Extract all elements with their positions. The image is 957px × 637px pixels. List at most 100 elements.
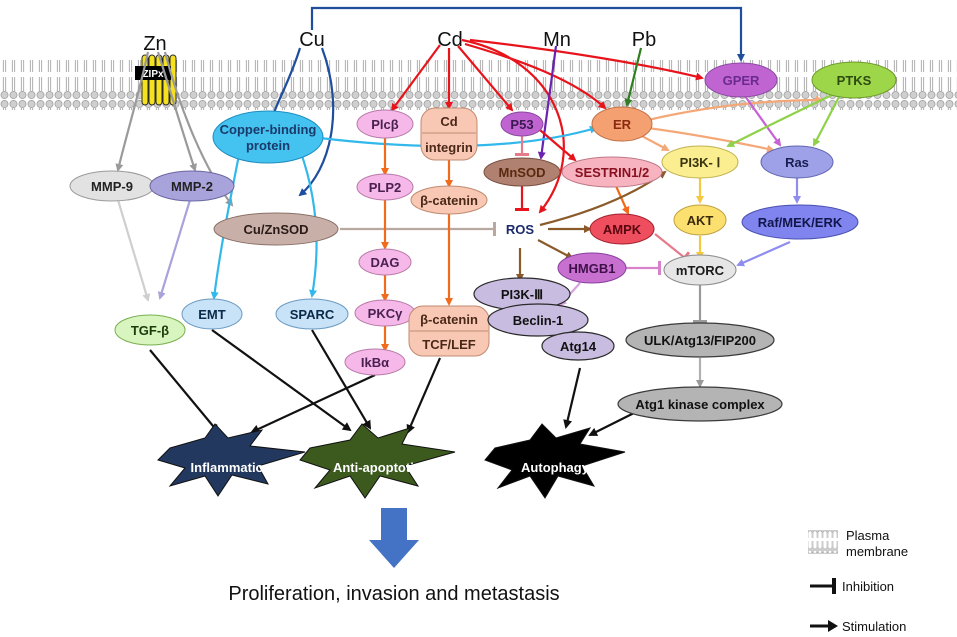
atg14-node — [541, 331, 615, 361]
ptks-node — [811, 61, 897, 99]
er-label: ER — [613, 117, 632, 132]
beta-catenin-node-1 — [410, 185, 488, 215]
atg1-label: Atg1 kinase complex — [635, 397, 765, 412]
akt-node — [673, 204, 727, 236]
atg14-to-autophagy-arrow — [563, 367, 582, 429]
copper-binding-label-2: protein — [246, 138, 290, 153]
pb-to-er-arrow — [624, 47, 643, 107]
sparc-node — [275, 298, 349, 330]
cd-to-gper-arrow — [469, 38, 704, 81]
metal-mn-label: Mn — [543, 29, 571, 51]
legend-inhibition-icon — [810, 578, 836, 594]
gper-node — [704, 62, 778, 98]
zipx-transporter: ZIPx — [135, 54, 177, 106]
mmp2-label: MMP-2 — [171, 179, 213, 194]
akt-label: AKT — [687, 213, 714, 228]
inflammation-burst: Inflammation — [157, 423, 306, 497]
legend-membrane-label-1: Plasma — [846, 528, 890, 543]
ulk-node — [625, 322, 775, 358]
ptks-to-ras-arrow — [813, 94, 841, 147]
ampk-inhibits-mtorc — [654, 233, 691, 265]
ras-node — [760, 145, 834, 179]
legend-stimulation-icon — [810, 620, 838, 632]
copper-binding-label-1: Copper-binding — [220, 122, 317, 137]
emt-to-antiapoptotic-arrow — [211, 329, 352, 432]
legend-stimulation-label: Stimulation — [842, 619, 906, 634]
cu-to-gper-arrow — [310, 6, 745, 62]
dag-label: DAG — [371, 255, 400, 270]
pi3k3-label: PI3K-Ⅲ — [501, 287, 543, 302]
tcf-lef-label: TCF/LEF — [422, 337, 475, 352]
p53-to-sestrin-arrow — [539, 129, 577, 162]
er-to-pi3k1-arrow — [639, 134, 670, 151]
gper-label: GPER — [723, 73, 760, 88]
metal-cu-label: Cu — [299, 29, 325, 51]
ptks-to-pi3k1-arrow — [726, 94, 833, 147]
mmp9-label: MMP-9 — [91, 179, 133, 194]
cd-to-plcb-arrow — [390, 44, 441, 112]
beclin1-node — [487, 303, 589, 337]
mnsod-label: MnSOD — [499, 165, 546, 180]
sestrin-node — [561, 156, 663, 188]
cd-to-er-arrow — [464, 42, 607, 110]
legend-membrane-label-2: membrane — [846, 544, 908, 559]
ikba-node — [344, 348, 406, 376]
zn-to-mmp2-arrow — [156, 51, 197, 172]
legend-membrane-icon — [808, 530, 838, 554]
atg1-to-autophagy-arrow — [588, 409, 641, 436]
cd-integrin-label-1: Cd — [440, 114, 457, 129]
legend: Plasma membrane Inhibition Stimulation — [808, 528, 908, 634]
cuznsod-node — [213, 212, 339, 246]
cd-to-p53-arrow — [457, 45, 514, 112]
ikba-label: IkBα — [361, 355, 389, 370]
cd-to-ros-arrow — [461, 38, 565, 214]
ros-to-hmgb1-arrow — [537, 239, 574, 259]
anti-apoptotic-label: Anti-apoptotic — [333, 460, 421, 475]
autophagy-burst: Autophagy — [484, 423, 626, 499]
inflammation-label: Inflammation — [191, 460, 272, 475]
pi3k1-label: PI3K- Ⅰ — [680, 155, 721, 170]
autophagy-label: Autophagy — [521, 460, 590, 475]
p53-label: P53 — [510, 117, 533, 132]
zn-to-mmp9-arrow — [115, 51, 150, 172]
down-arrow-icon — [369, 508, 419, 568]
raf-mek-erk-label: Raf/MEK/ERK — [758, 215, 843, 230]
copper-binding-protein-node — [212, 110, 324, 164]
legend-inhibition-label: Inhibition — [842, 579, 894, 594]
beta-catenin-label-2: β-catenin — [420, 312, 478, 327]
gper-to-ras-arrow — [744, 95, 782, 147]
tcflef-to-antiapoptotic-arrow — [406, 357, 442, 434]
mtorc-label: mTORC — [676, 263, 725, 278]
mnsod-node — [483, 157, 561, 187]
er-node — [591, 106, 653, 142]
final-outcome-label: Proliferation, invasion and metastasis — [228, 583, 559, 605]
cd-integrin-label-2: integrin — [425, 140, 473, 155]
sestrin-to-ampk-arrow — [614, 185, 630, 215]
er-to-ptks-arrow — [647, 96, 824, 122]
sestrin-label: SESTRIN1/2 — [575, 165, 649, 180]
cd-integrin-node — [420, 107, 478, 161]
mtorc-node — [663, 254, 737, 286]
plp2-label: PLP2 — [369, 180, 402, 195]
plcb-label: Plcβ — [371, 117, 399, 132]
emt-label: EMT — [198, 307, 226, 322]
plp2-node — [356, 173, 414, 201]
dag-node — [358, 248, 412, 276]
ros-label: ROS — [506, 222, 535, 237]
raf-mek-erk-node — [741, 204, 859, 240]
metal-cd-label: Cd — [437, 29, 463, 51]
tgfb-to-inflammation-arrow — [149, 349, 220, 434]
ampk-label: AMPK — [603, 222, 642, 237]
cuznsod-label: Cu/ZnSOD — [244, 222, 309, 237]
beclin1-label: Beclin-1 — [513, 313, 564, 328]
beta-catenin-label-1: β-catenin — [420, 193, 478, 208]
zipx-label: ZIPx — [142, 69, 164, 80]
er-to-ras-arrow — [647, 126, 775, 153]
mmp2-to-tgfb-arrow — [157, 199, 192, 300]
ras-label: Ras — [785, 155, 809, 170]
emt-node — [181, 298, 243, 330]
sparc-to-antiapoptotic-arrow — [311, 329, 372, 430]
ulk-label: ULK/Atg13/FIP200 — [644, 333, 756, 348]
